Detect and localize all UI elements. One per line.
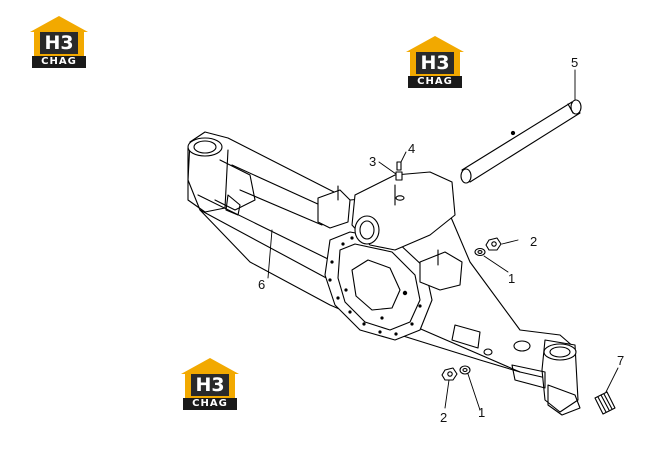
axle-housing (187, 131, 581, 416)
nut-part-2-lower (441, 367, 458, 381)
callout-5: 5 (571, 55, 579, 70)
nut-part-2-upper (485, 237, 502, 251)
threaded-plug-part-7 (594, 391, 616, 415)
callout-2-upper: 2 (530, 234, 538, 249)
callout-1-upper: 1 (508, 271, 516, 286)
washer-part-1-upper (474, 247, 486, 257)
housing-bolts (328, 236, 422, 336)
callout-1-lower: 1 (478, 405, 486, 420)
leader-lines (267, 69, 619, 411)
brand-logo-top-center: H3 CHAG (406, 36, 464, 88)
washer-part-1-lower (459, 365, 471, 375)
brand-logo-top-left: H3 CHAG (30, 16, 88, 68)
callout-3: 3 (369, 154, 377, 169)
callout-2-lower: 2 (440, 410, 448, 425)
brand-logo-bottom-left: H3 CHAG (181, 358, 239, 410)
callout-7: 7 (617, 353, 625, 368)
callout-6: 6 (258, 277, 266, 292)
pin-shaft-part-5 (460, 99, 582, 184)
callout-4: 4 (408, 141, 416, 156)
grease-fitting-part-3-4 (395, 161, 403, 181)
